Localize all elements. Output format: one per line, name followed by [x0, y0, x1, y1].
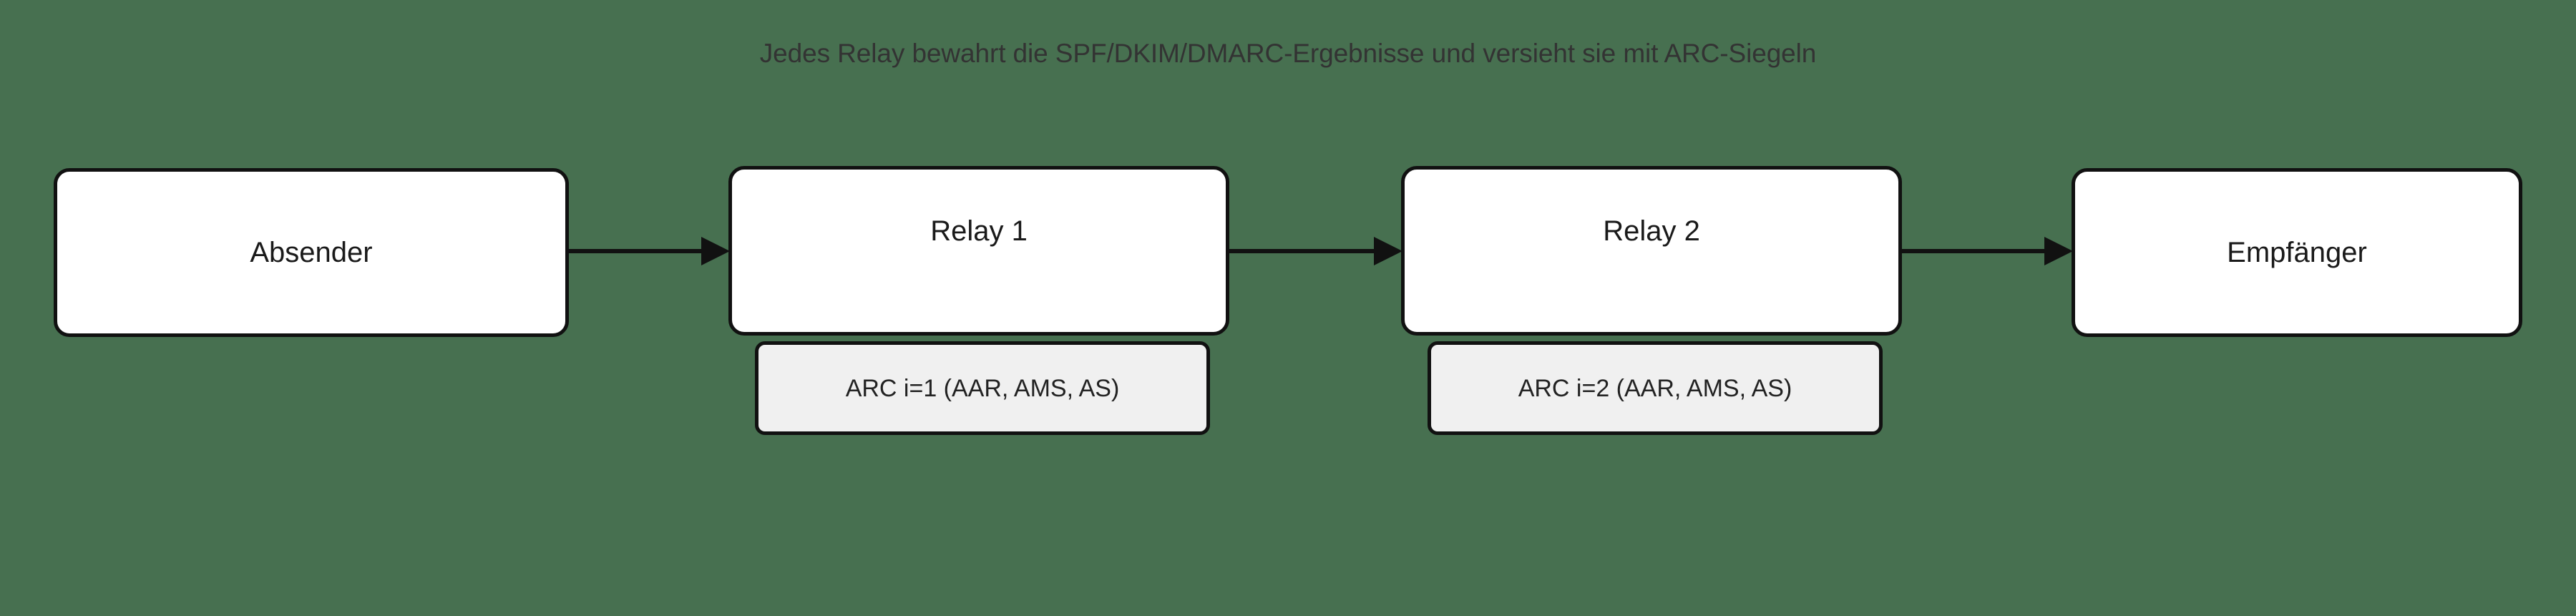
edge-relay1-to-relay2	[1229, 237, 1402, 265]
annotation-arc-relay1-label: ARC i=1 (AAR, AMS, AS)	[845, 374, 1120, 402]
node-relay2-label: Relay 2	[1603, 215, 1700, 247]
edge-line	[1902, 249, 2048, 253]
node-empfaenger-label: Empfänger	[2227, 237, 2367, 268]
arrowhead-icon	[1374, 237, 1402, 265]
arrowhead-icon	[2044, 237, 2073, 265]
node-absender[interactable]: Absender	[54, 168, 569, 337]
arrowhead-icon	[701, 237, 730, 265]
node-relay2[interactable]: Relay 2	[1401, 166, 1902, 336]
node-empfaenger[interactable]: Empfänger	[2072, 168, 2522, 337]
edge-relay2-to-empfaenger	[1902, 237, 2073, 265]
edge-line	[1229, 249, 1377, 253]
annotation-arc-relay1[interactable]: ARC i=1 (AAR, AMS, AS)	[755, 341, 1210, 435]
edge-absender-to-relay1	[569, 237, 730, 265]
edge-line	[569, 249, 705, 253]
node-absender-label: Absender	[250, 237, 373, 268]
annotation-arc-relay2[interactable]: ARC i=2 (AAR, AMS, AS)	[1428, 341, 1883, 435]
node-relay1[interactable]: Relay 1	[728, 166, 1229, 336]
diagram-title: Jedes Relay bewahrt die SPF/DKIM/DMARC-E…	[759, 39, 1817, 68]
annotation-arc-relay2-label: ARC i=2 (AAR, AMS, AS)	[1518, 374, 1792, 402]
node-relay1-label: Relay 1	[930, 215, 1028, 247]
